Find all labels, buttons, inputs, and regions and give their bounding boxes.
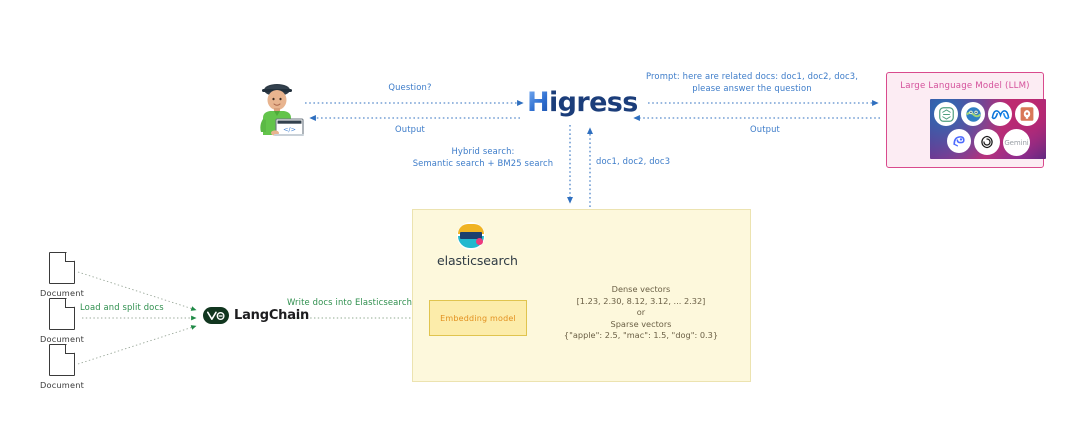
deepseek-logo	[947, 129, 971, 153]
gemini-logo: Gemini	[1003, 129, 1030, 156]
llm-panel-title: Large Language Model (LLM)	[900, 81, 1030, 91]
openai-logo	[974, 129, 1000, 155]
document-icon	[49, 251, 76, 284]
edge-label-docs-back: doc1, doc2, doc3	[596, 156, 671, 166]
edge-label-prompt: Prompt: here are related docs: doc1, doc…	[645, 71, 859, 93]
developer-avatar: </>	[250, 79, 306, 139]
elasticsearch-mark-icon	[457, 222, 485, 250]
meta-llama-logo	[988, 102, 1012, 126]
edge-label-output-llm: Output	[750, 124, 780, 134]
edge-label-load-split: Load and split docs	[80, 302, 164, 312]
document-label: Document	[39, 380, 85, 390]
langchain-node: LangChain	[203, 307, 309, 324]
document-node-2: Document	[30, 297, 94, 344]
llm-panel: Large Language Model (LLM)	[886, 72, 1046, 168]
vectors-description: Dense vectors [1.23, 2.30, 8.12, 3.12, .…	[563, 284, 719, 341]
svg-text:</>: </>	[283, 126, 296, 134]
elasticsearch-label: elasticsearch	[437, 253, 518, 268]
edge-label-question: Question?	[388, 82, 432, 92]
higress-logo: Higress	[527, 88, 638, 118]
edge-label-hybrid-search: Hybrid search: Semantic search + BM25 se…	[412, 146, 554, 168]
higress-logo-rest: igress	[549, 87, 638, 118]
qwen-logo	[934, 102, 958, 126]
ernie-logo	[961, 102, 985, 126]
embedding-model-box[interactable]: Embedding model	[429, 300, 527, 336]
document-node-1: Document	[30, 251, 94, 298]
elasticsearch-logo: elasticsearch	[437, 222, 557, 268]
anthropic-logo	[1015, 102, 1039, 126]
document-label: Document	[39, 334, 85, 344]
edge-doc3-langchain	[77, 325, 197, 365]
document-node-3: Document	[30, 343, 94, 390]
document-label: Document	[39, 288, 85, 298]
elasticsearch-panel: elasticsearch	[412, 209, 751, 382]
edge-label-write-docs: Write docs into Elasticsearch	[287, 297, 413, 307]
embedding-model-label: Embedding model	[440, 313, 516, 323]
langchain-label: LangChain	[234, 308, 310, 323]
llm-logo-grid: Gemini	[930, 99, 1046, 159]
document-icon	[49, 343, 76, 376]
langchain-mark-icon	[203, 307, 229, 324]
document-icon	[49, 297, 76, 330]
edge-label-output-user: Output	[395, 124, 425, 134]
higress-logo-h: H	[527, 87, 550, 118]
gemini-logo-text: Gemini	[1004, 138, 1029, 147]
